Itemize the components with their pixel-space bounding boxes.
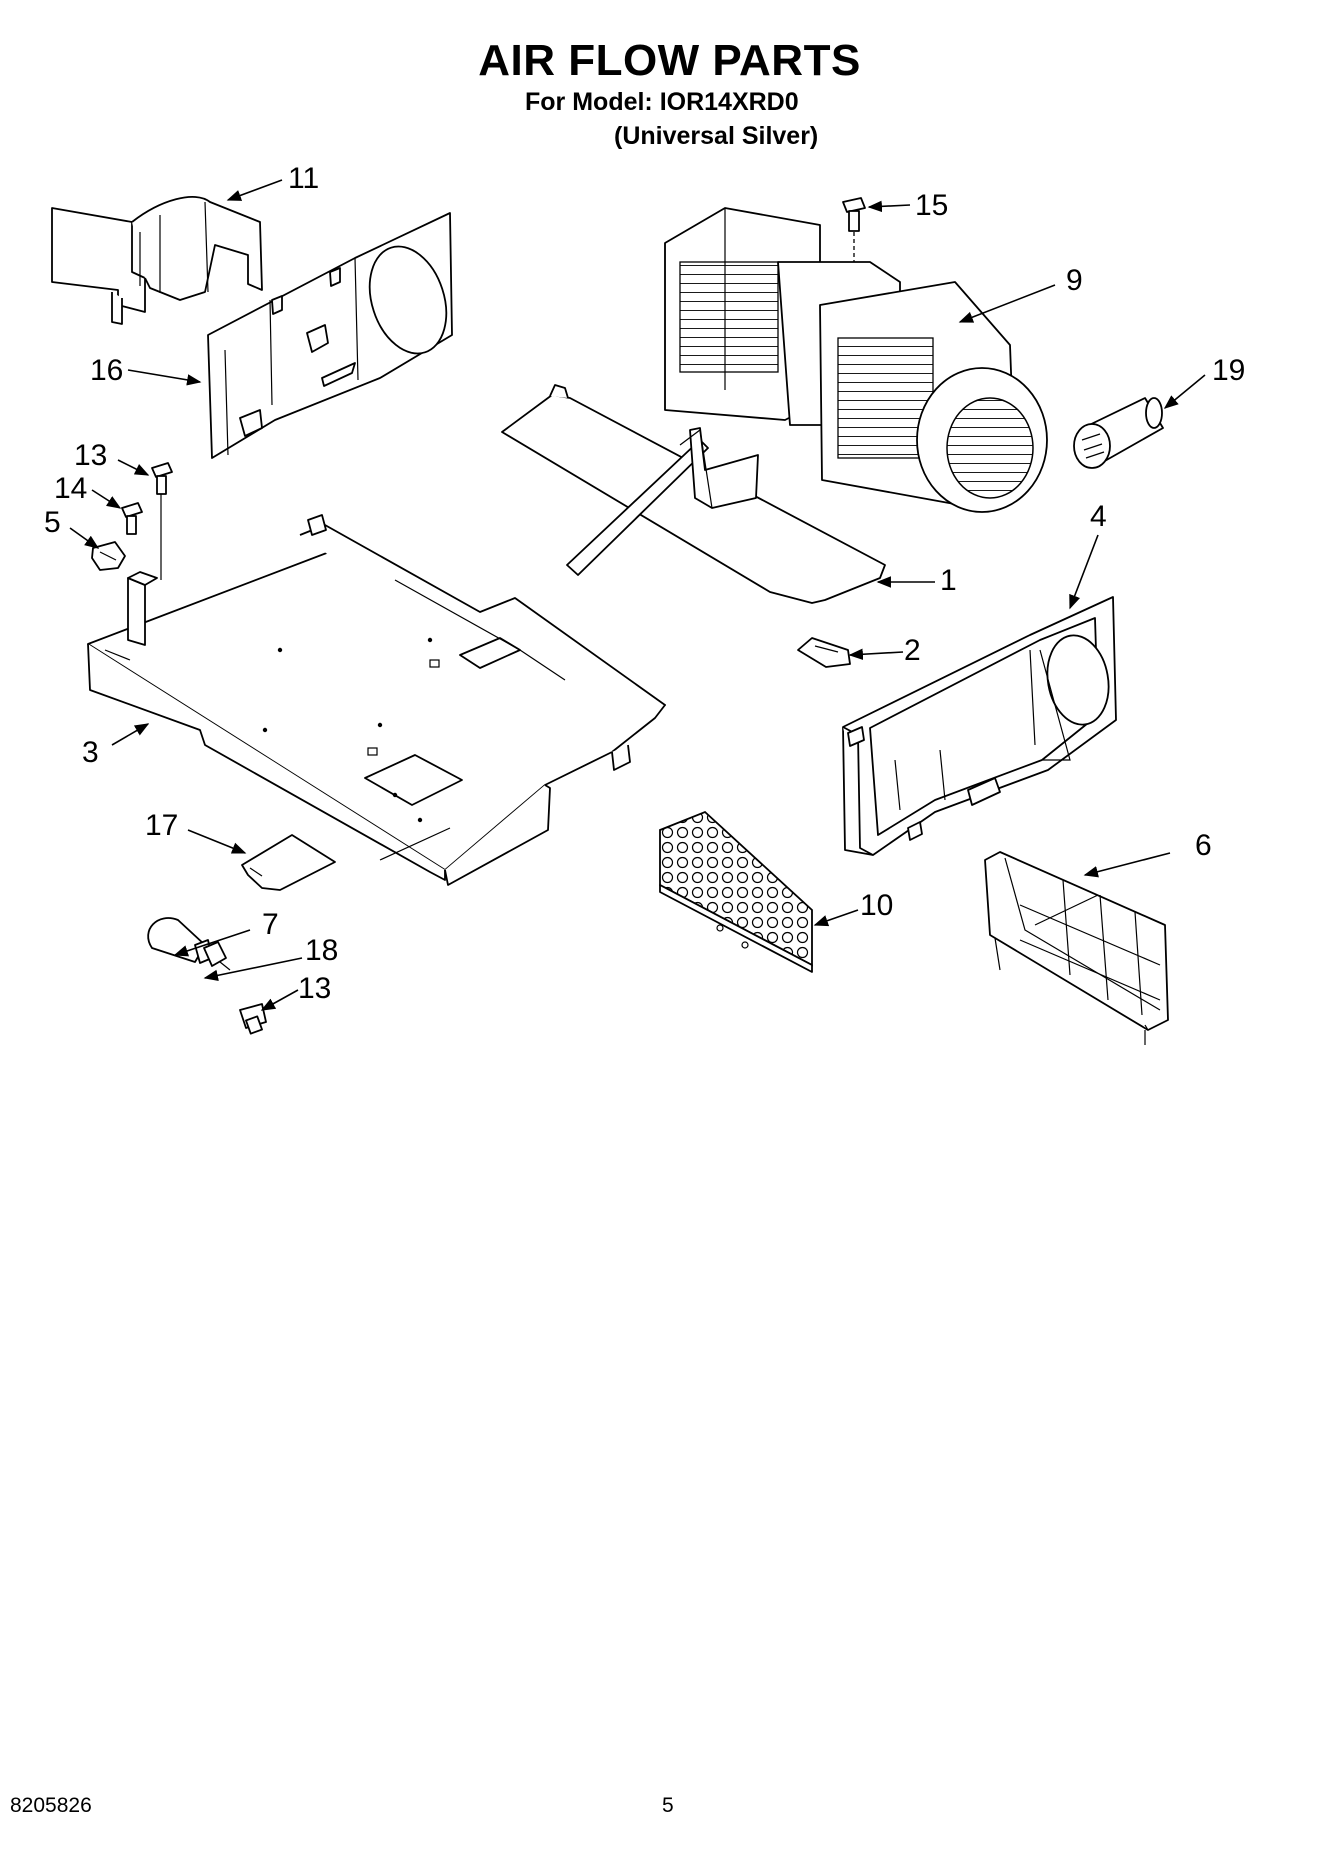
callout-17: 17: [145, 809, 178, 842]
part-13-upper-screw: [151, 462, 173, 580]
callout-10: 10: [860, 889, 893, 922]
part-11-duct-bracket: [51, 195, 263, 325]
callout-13-upper: 13: [74, 439, 107, 472]
callout-1: 1: [940, 564, 957, 597]
callout-6: 6: [1195, 829, 1212, 862]
part-19-capacitor: [1073, 397, 1164, 469]
page-title: AIR FLOW PARTS: [478, 36, 861, 85]
callout-9: 9: [1066, 264, 1083, 297]
part-16-panel: [207, 212, 453, 459]
part-2-small-bracket: [797, 637, 851, 668]
callout-4: 4: [1090, 500, 1107, 533]
callout-18: 18: [305, 934, 338, 967]
part-7-bulb: [147, 917, 213, 964]
doc-number: 8205826: [10, 1794, 92, 1817]
model-line: For Model: IOR14XRD0: [525, 88, 799, 116]
callout-7: 7: [262, 908, 279, 941]
callout-5: 5: [44, 506, 61, 539]
part-13-lower-screw: [239, 1003, 267, 1035]
part-18-socket: [203, 941, 231, 971]
callout-2: 2: [904, 634, 921, 667]
callout-3: 3: [82, 736, 99, 769]
part-14-screw: [121, 502, 143, 535]
part-9-blower-assembly: [664, 207, 1048, 513]
callout-19: 19: [1212, 354, 1245, 387]
page-number: 5: [662, 1794, 674, 1817]
callout-14: 14: [54, 472, 87, 505]
part-10-grille: [659, 810, 813, 973]
part-17-plate: [241, 834, 336, 891]
callout-16: 16: [90, 354, 123, 387]
part-4-frame: [842, 596, 1117, 856]
part-3-base-plate: [87, 514, 666, 886]
leader-lines: [69, 179, 1206, 1011]
part-15-screw: [842, 197, 866, 268]
callout-11: 11: [288, 162, 319, 195]
variant-line: (Universal Silver): [614, 122, 819, 150]
callout-13-lower: 13: [298, 972, 331, 1005]
callout-labels: 11 15 9 19 16 13 14 5 1 2 4 3 6 17 10 7 …: [44, 162, 1245, 1005]
part-5-clip: [91, 541, 126, 571]
part-1-air-guide: [501, 384, 886, 604]
part-6-filter-frame: [984, 851, 1169, 1045]
callout-15: 15: [915, 189, 948, 222]
